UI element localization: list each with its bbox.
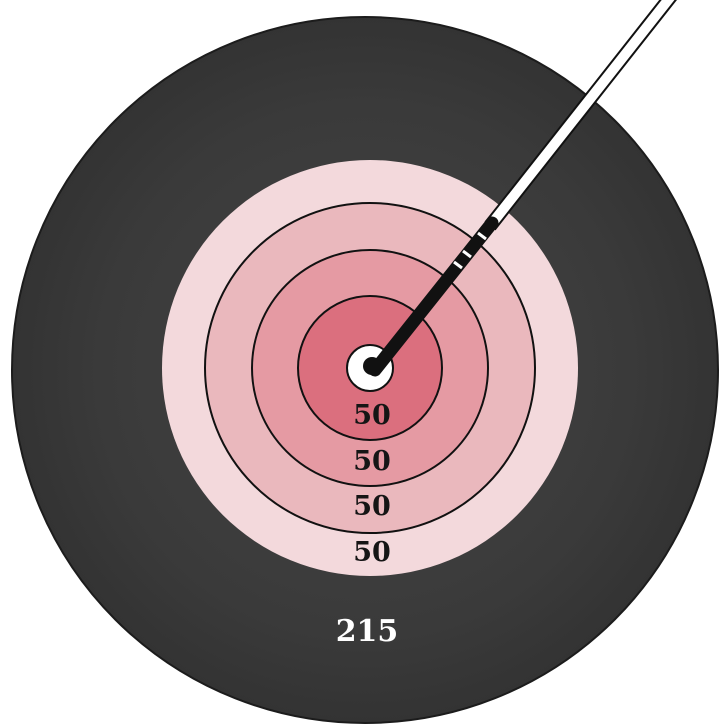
ring-label-inner: 50 — [353, 400, 391, 431]
outer-disc-label: 215 — [336, 614, 399, 649]
ring-label-third: 50 — [353, 491, 391, 522]
arrow-impact — [363, 357, 381, 375]
ring-label-second: 50 — [353, 446, 391, 477]
ring-label-outer: 50 — [353, 537, 391, 568]
